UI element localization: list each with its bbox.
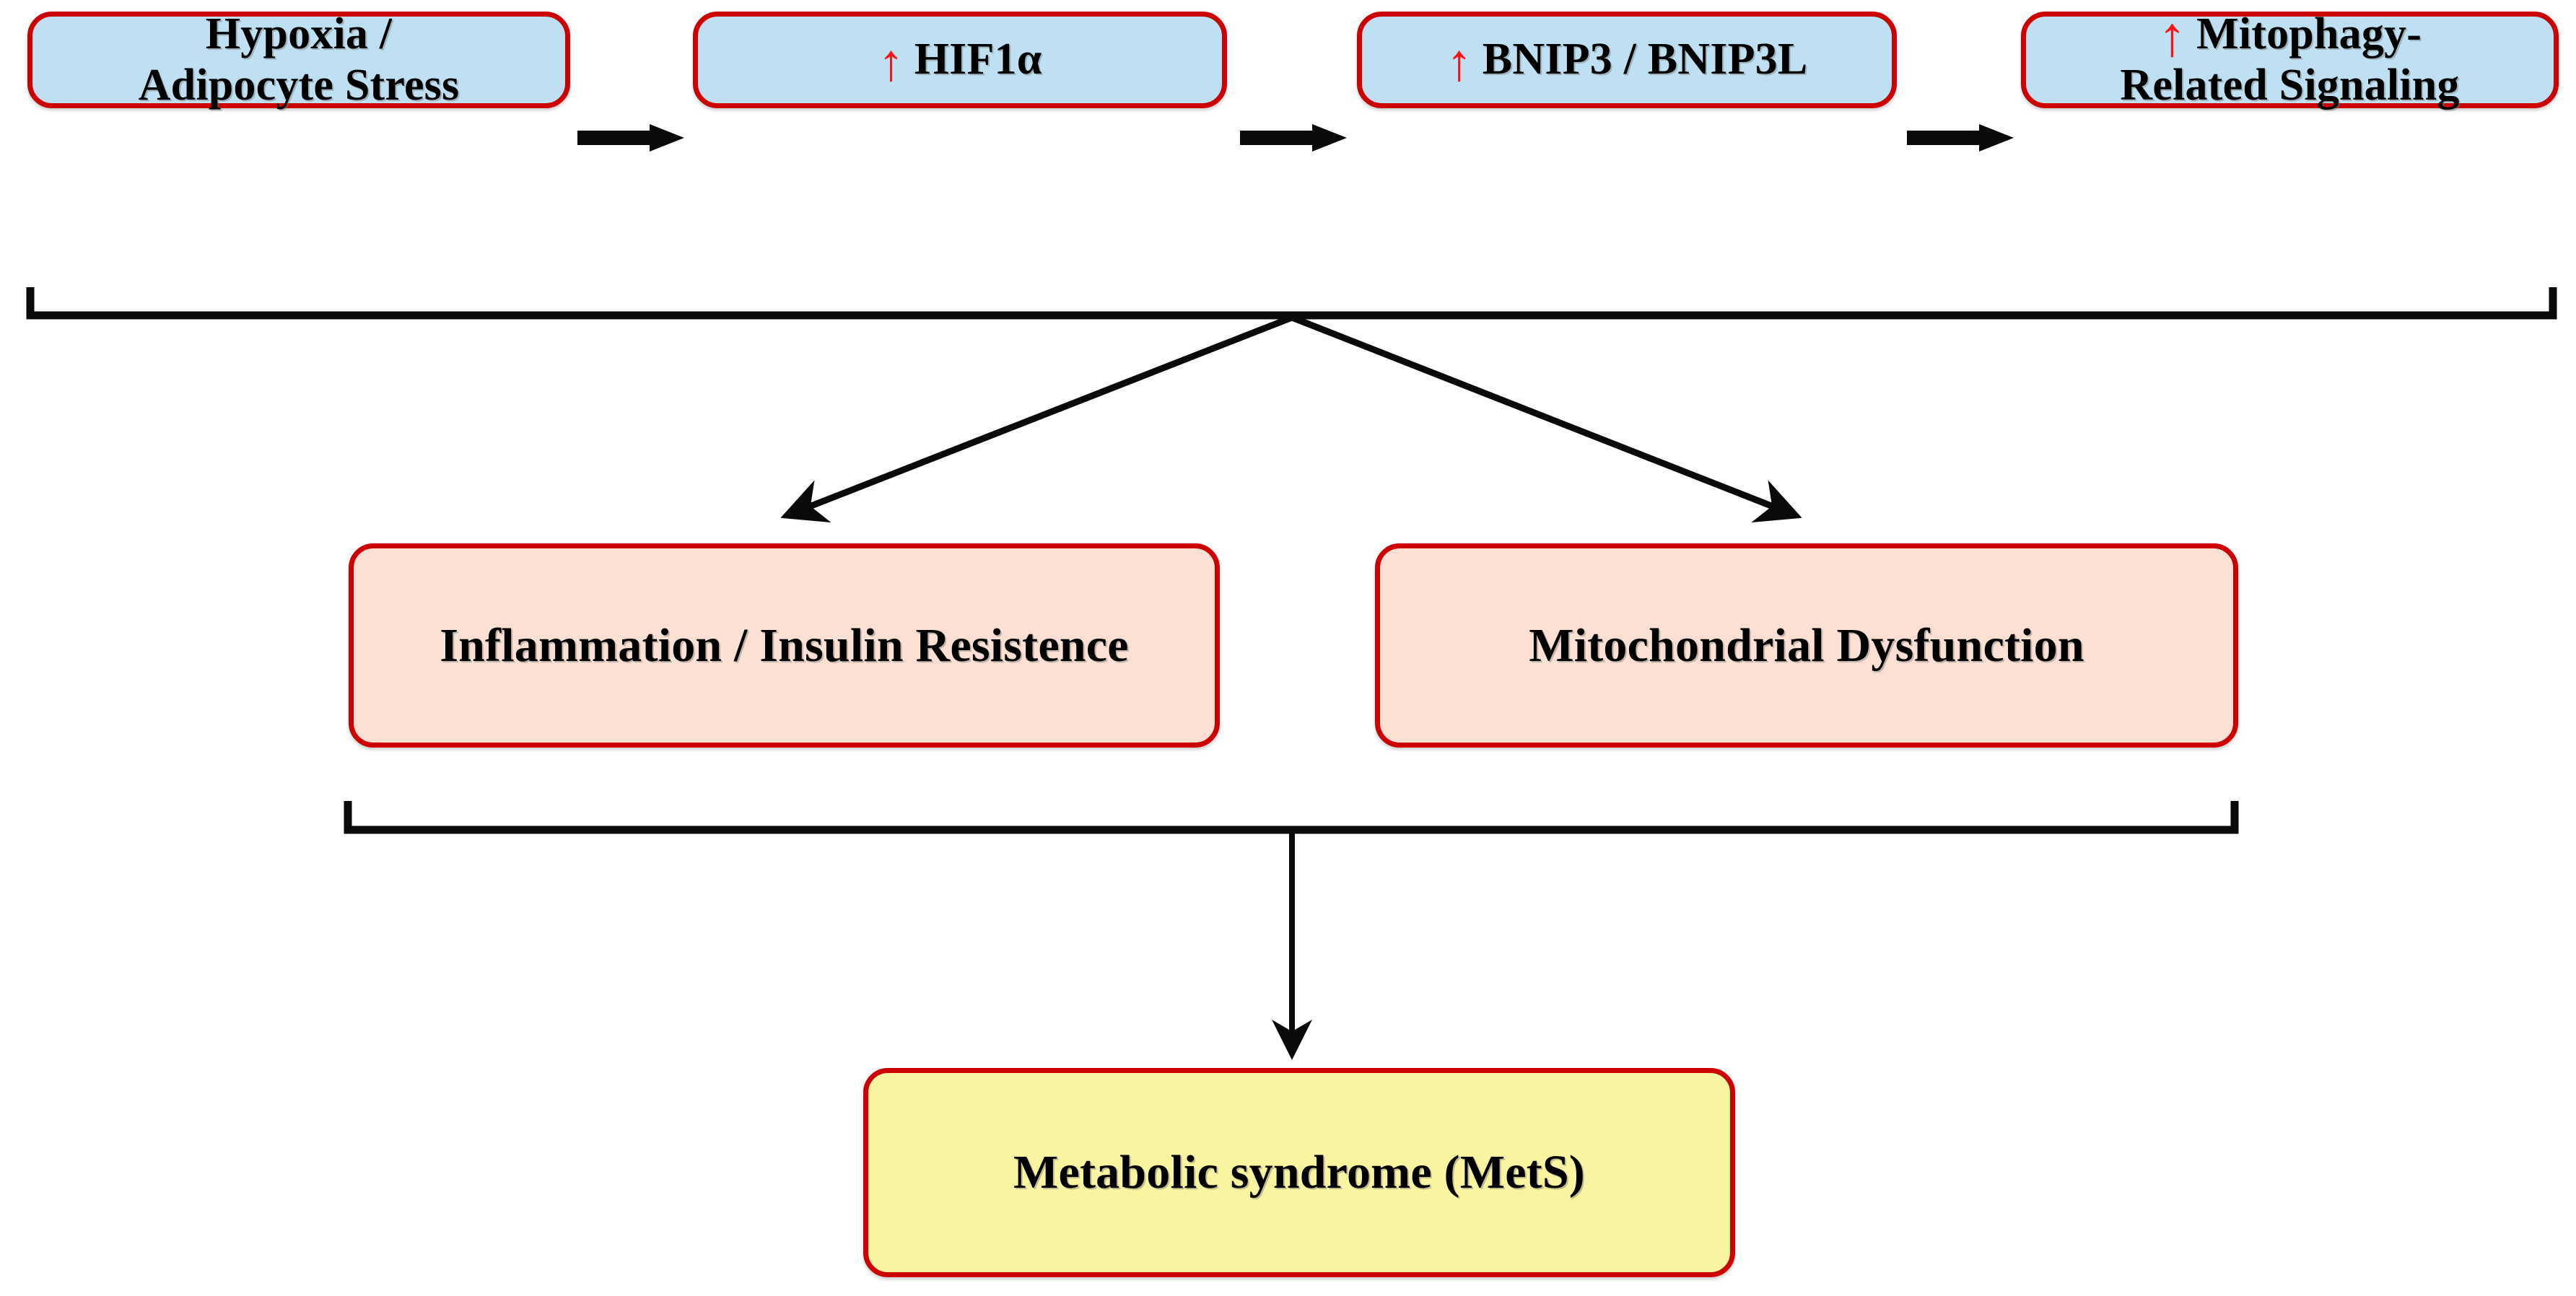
node-hif1a[interactable]: ↑ HIF1α (693, 12, 1227, 108)
arrow-shaft (1240, 131, 1314, 145)
node-hif1a-label: HIF1α (914, 35, 1042, 84)
arrow-hypoxia-to-hif1a-icon (577, 124, 684, 152)
node-mitophagy-line-1-wrap: ↑ Mitophagy- (2157, 5, 2422, 69)
up-arrow-icon: ↑ (2157, 5, 2187, 69)
arrow-head (650, 124, 684, 152)
arrow-bnip3-to-mitophagy-icon (1907, 124, 2014, 152)
node-mitophagy-line-1: Mitophagy- (2196, 9, 2422, 58)
node-mitophagy-line-2: Related Signaling (2120, 61, 2460, 110)
split-arrows (780, 314, 1802, 523)
node-hypoxia-adipocyte-stress[interactable]: Hypoxia / Adipocyte Stress (27, 9, 570, 110)
node-bnip3-label: BNIP3 / BNIP3L (1482, 35, 1808, 84)
arrow-hif1a-to-bnip3-icon (1240, 124, 1347, 152)
node-inflammation-label: Inflammation / Insulin Resistence (440, 618, 1129, 672)
arrow-head (1312, 124, 1347, 152)
arrow-shaft (1907, 131, 1981, 145)
node-mitochondrial-dysfunction-label: Mitochondrial Dysfunction (1529, 618, 2084, 672)
node-mitophagy-related-signaling[interactable]: ↑ Mitophagy- Related Signaling (2021, 9, 2559, 110)
node-inflammation-insulin-resistance[interactable]: Inflammation / Insulin Resistence (349, 543, 1220, 748)
bottom-bracket-path (344, 801, 2239, 834)
top-bracket-path (26, 287, 2557, 320)
node-hif1a-text: ↑ HIF1α (878, 33, 1042, 92)
arrow-head (1979, 124, 2014, 152)
node-metabolic-syndrome-label: Metabolic syndrome (MetS) (1013, 1146, 1585, 1199)
up-arrow-icon: ↑ (1446, 33, 1472, 92)
top-bracket (26, 287, 2557, 320)
node-hypoxia-text: Hypoxia / Adipocyte Stress (139, 9, 460, 112)
arrow-shaft (577, 131, 651, 145)
node-bnip3-text: ↑ BNIP3 / BNIP3L (1446, 33, 1808, 92)
split-arrow-right (1291, 314, 1802, 523)
split-arrow-left (780, 314, 1293, 523)
node-mitophagy-text: ↑ Mitophagy- Related Signaling (2120, 9, 2459, 112)
node-bnip3-bnip3l[interactable]: ↑ BNIP3 / BNIP3L (1357, 12, 1897, 108)
node-hypoxia-line-2: Adipocyte Stress (138, 61, 460, 110)
up-arrow-icon: ↑ (878, 33, 904, 92)
node-hypoxia-line-1: Hypoxia / (205, 9, 393, 58)
node-metabolic-syndrome[interactable]: Metabolic syndrome (MetS) (863, 1068, 1735, 1277)
bottom-bracket (344, 801, 2239, 1060)
node-mitochondrial-dysfunction[interactable]: Mitochondrial Dysfunction (1375, 543, 2238, 748)
